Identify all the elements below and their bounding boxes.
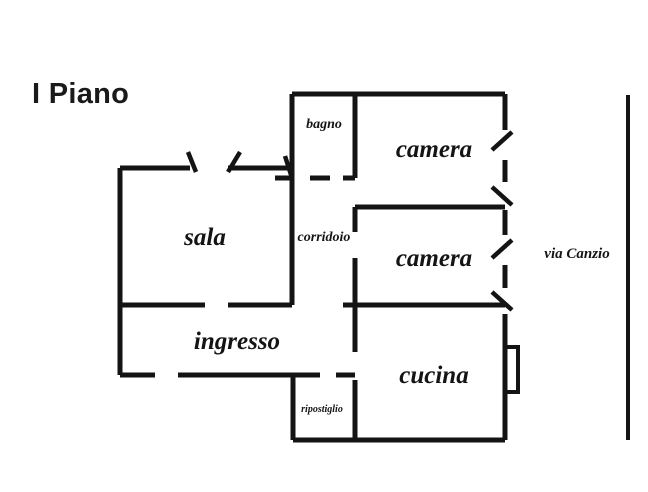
room-label-camera-2: camera <box>396 245 472 272</box>
window-marks-right <box>490 130 514 312</box>
room-label-ripostiglio: ripostiglio <box>301 404 343 415</box>
window-mark-3 <box>490 238 514 260</box>
window-mark-4 <box>490 290 514 312</box>
room-label-corridoio: corridoio <box>298 230 351 245</box>
street-label: via Canzio <box>544 246 609 262</box>
wall-group-interior <box>120 94 505 440</box>
room-label-camera-1: camera <box>396 136 472 163</box>
door-mark-sala-b <box>226 150 242 174</box>
room-label-bagno: bagno <box>306 117 342 132</box>
window-mark-2 <box>490 185 514 207</box>
door-mark-corridoio-bagno <box>282 155 295 179</box>
window-mark-1 <box>490 130 514 152</box>
page-title: I Piano <box>32 78 129 110</box>
room-label-sala: sala <box>183 224 226 251</box>
wall-group-outer <box>117 91 505 443</box>
room-labels: sala ingresso camera camera cucina bagno… <box>183 117 472 415</box>
room-label-cucina: cucina <box>399 362 468 389</box>
door-marks-interior <box>185 150 295 179</box>
balcony-box <box>503 345 520 394</box>
door-mark-sala-a <box>185 151 199 173</box>
room-label-ingresso: ingresso <box>194 328 280 355</box>
